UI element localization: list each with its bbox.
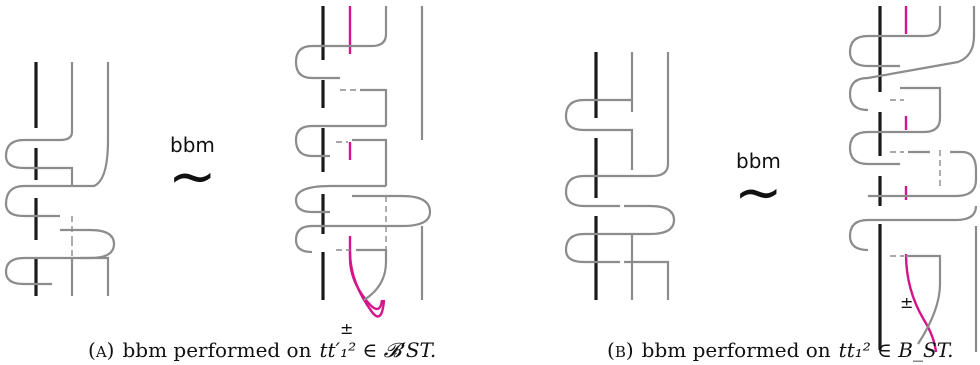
arrow-b: bbm ∼: [734, 149, 783, 226]
arrow-label-b: bbm: [736, 149, 781, 173]
caption-a-tag-close: ): [107, 338, 115, 362]
caption-a-tag-open: (: [88, 338, 96, 362]
caption-b-formula: tt₁² ∈ B_ST.: [839, 338, 954, 362]
caption-a-tag-letter: A: [95, 343, 107, 361]
caption-a: (A) bbm performed on tt′₁² ∈ 𝓑′ST.: [88, 338, 436, 362]
caption-a-text: bbm performed on: [122, 338, 311, 362]
pm-sign-a: ±: [340, 319, 353, 338]
caption-b-tag-letter: B: [615, 343, 626, 361]
panel-b-left-braid: [564, 52, 676, 300]
arrow-a: bbm ∼: [168, 133, 217, 210]
panel-b-right-braid: ±: [848, 6, 978, 353]
caption-b-tag-close: ): [626, 338, 634, 362]
panel-a-right-braid: ±: [294, 6, 432, 338]
caption-b: (B) bbm performed on tt₁² ∈ B_ST.: [607, 338, 953, 362]
caption-b-tag-open: (: [607, 338, 615, 362]
sim-glyph-b: ∼: [734, 158, 783, 226]
arrow-label-a: bbm: [170, 133, 215, 157]
sim-glyph-a: ∼: [168, 142, 217, 210]
pm-sign-b: ±: [900, 293, 913, 312]
panel-a-left-braid: [4, 62, 116, 296]
caption-a-formula: tt′₁² ∈ 𝓑′ST.: [319, 338, 436, 362]
caption-b-text: bbm performed on: [642, 338, 831, 362]
